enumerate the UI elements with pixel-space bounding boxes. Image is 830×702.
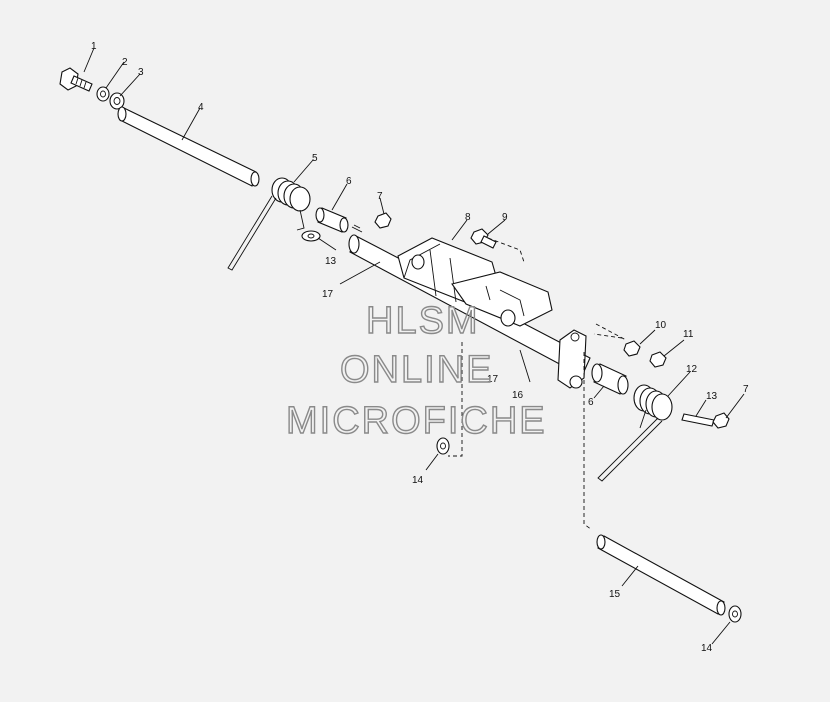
callout-12: 12 — [686, 364, 698, 375]
bolt-part-13-right — [681, 413, 715, 427]
callout-5: 5 — [312, 153, 318, 164]
callout-11: 11 — [683, 329, 694, 340]
callout-7-left: 7 — [377, 191, 383, 202]
callout-2: 2 — [122, 57, 128, 68]
watermark-line-3: MICROFICHE — [286, 400, 547, 442]
washer-part-14-left — [436, 437, 450, 455]
lock-washer-part-2 — [96, 86, 110, 102]
callout-7-right: 7 — [743, 384, 749, 395]
bracket-part-8 — [397, 237, 553, 327]
nut-part-10 — [623, 340, 641, 357]
assembly-guide-lines — [448, 237, 627, 531]
callout-4: 4 — [198, 102, 204, 113]
washer-part-3 — [109, 92, 125, 110]
callout-13-right: 13 — [706, 391, 718, 402]
nut-part-11 — [649, 351, 667, 368]
torsion-spring-part-5 — [227, 177, 311, 271]
callout-15: 15 — [609, 589, 621, 600]
callout-14-left: 14 — [412, 475, 424, 486]
callout-6-right: 6 — [588, 397, 594, 408]
bolt-part-9 — [470, 228, 497, 249]
callout-10: 10 — [655, 320, 667, 331]
callout-13-left: 13 — [325, 256, 337, 267]
callout-3: 3 — [138, 67, 144, 78]
callout-labels: 1 2 3 4 5 6 7 8 9 13 17 10 11 12 17 16 6… — [91, 41, 749, 654]
callout-1: 1 — [91, 41, 97, 52]
nut-part-7-right — [712, 412, 730, 429]
watermark-line-1: HLSM — [366, 300, 480, 342]
callout-14-right: 14 — [701, 643, 713, 654]
watermark: HLSM ONLINE MICROFICHE — [285, 299, 547, 442]
callout-16: 16 — [512, 390, 524, 401]
torsion-spring-part-12 — [597, 384, 673, 482]
tube-part-4 — [117, 106, 260, 187]
nut-part-7-left — [374, 212, 392, 229]
bushing-part-6-left — [315, 207, 363, 233]
callout-6-left: 6 — [346, 176, 352, 187]
callout-17-right: 17 — [487, 374, 499, 385]
link-plate — [557, 329, 587, 389]
washer-part-14-right — [728, 605, 742, 623]
callout-17-left: 17 — [322, 289, 334, 300]
arm-part-13-left — [301, 230, 321, 242]
bolt-part-1 — [59, 67, 93, 92]
watermark-line-2: ONLINE — [340, 349, 493, 391]
callout-9: 9 — [502, 212, 508, 223]
leader-lines — [83, 47, 745, 645]
tube-part-15 — [596, 534, 726, 616]
callout-8: 8 — [465, 212, 471, 223]
bushing-part-6-right — [591, 363, 629, 395]
